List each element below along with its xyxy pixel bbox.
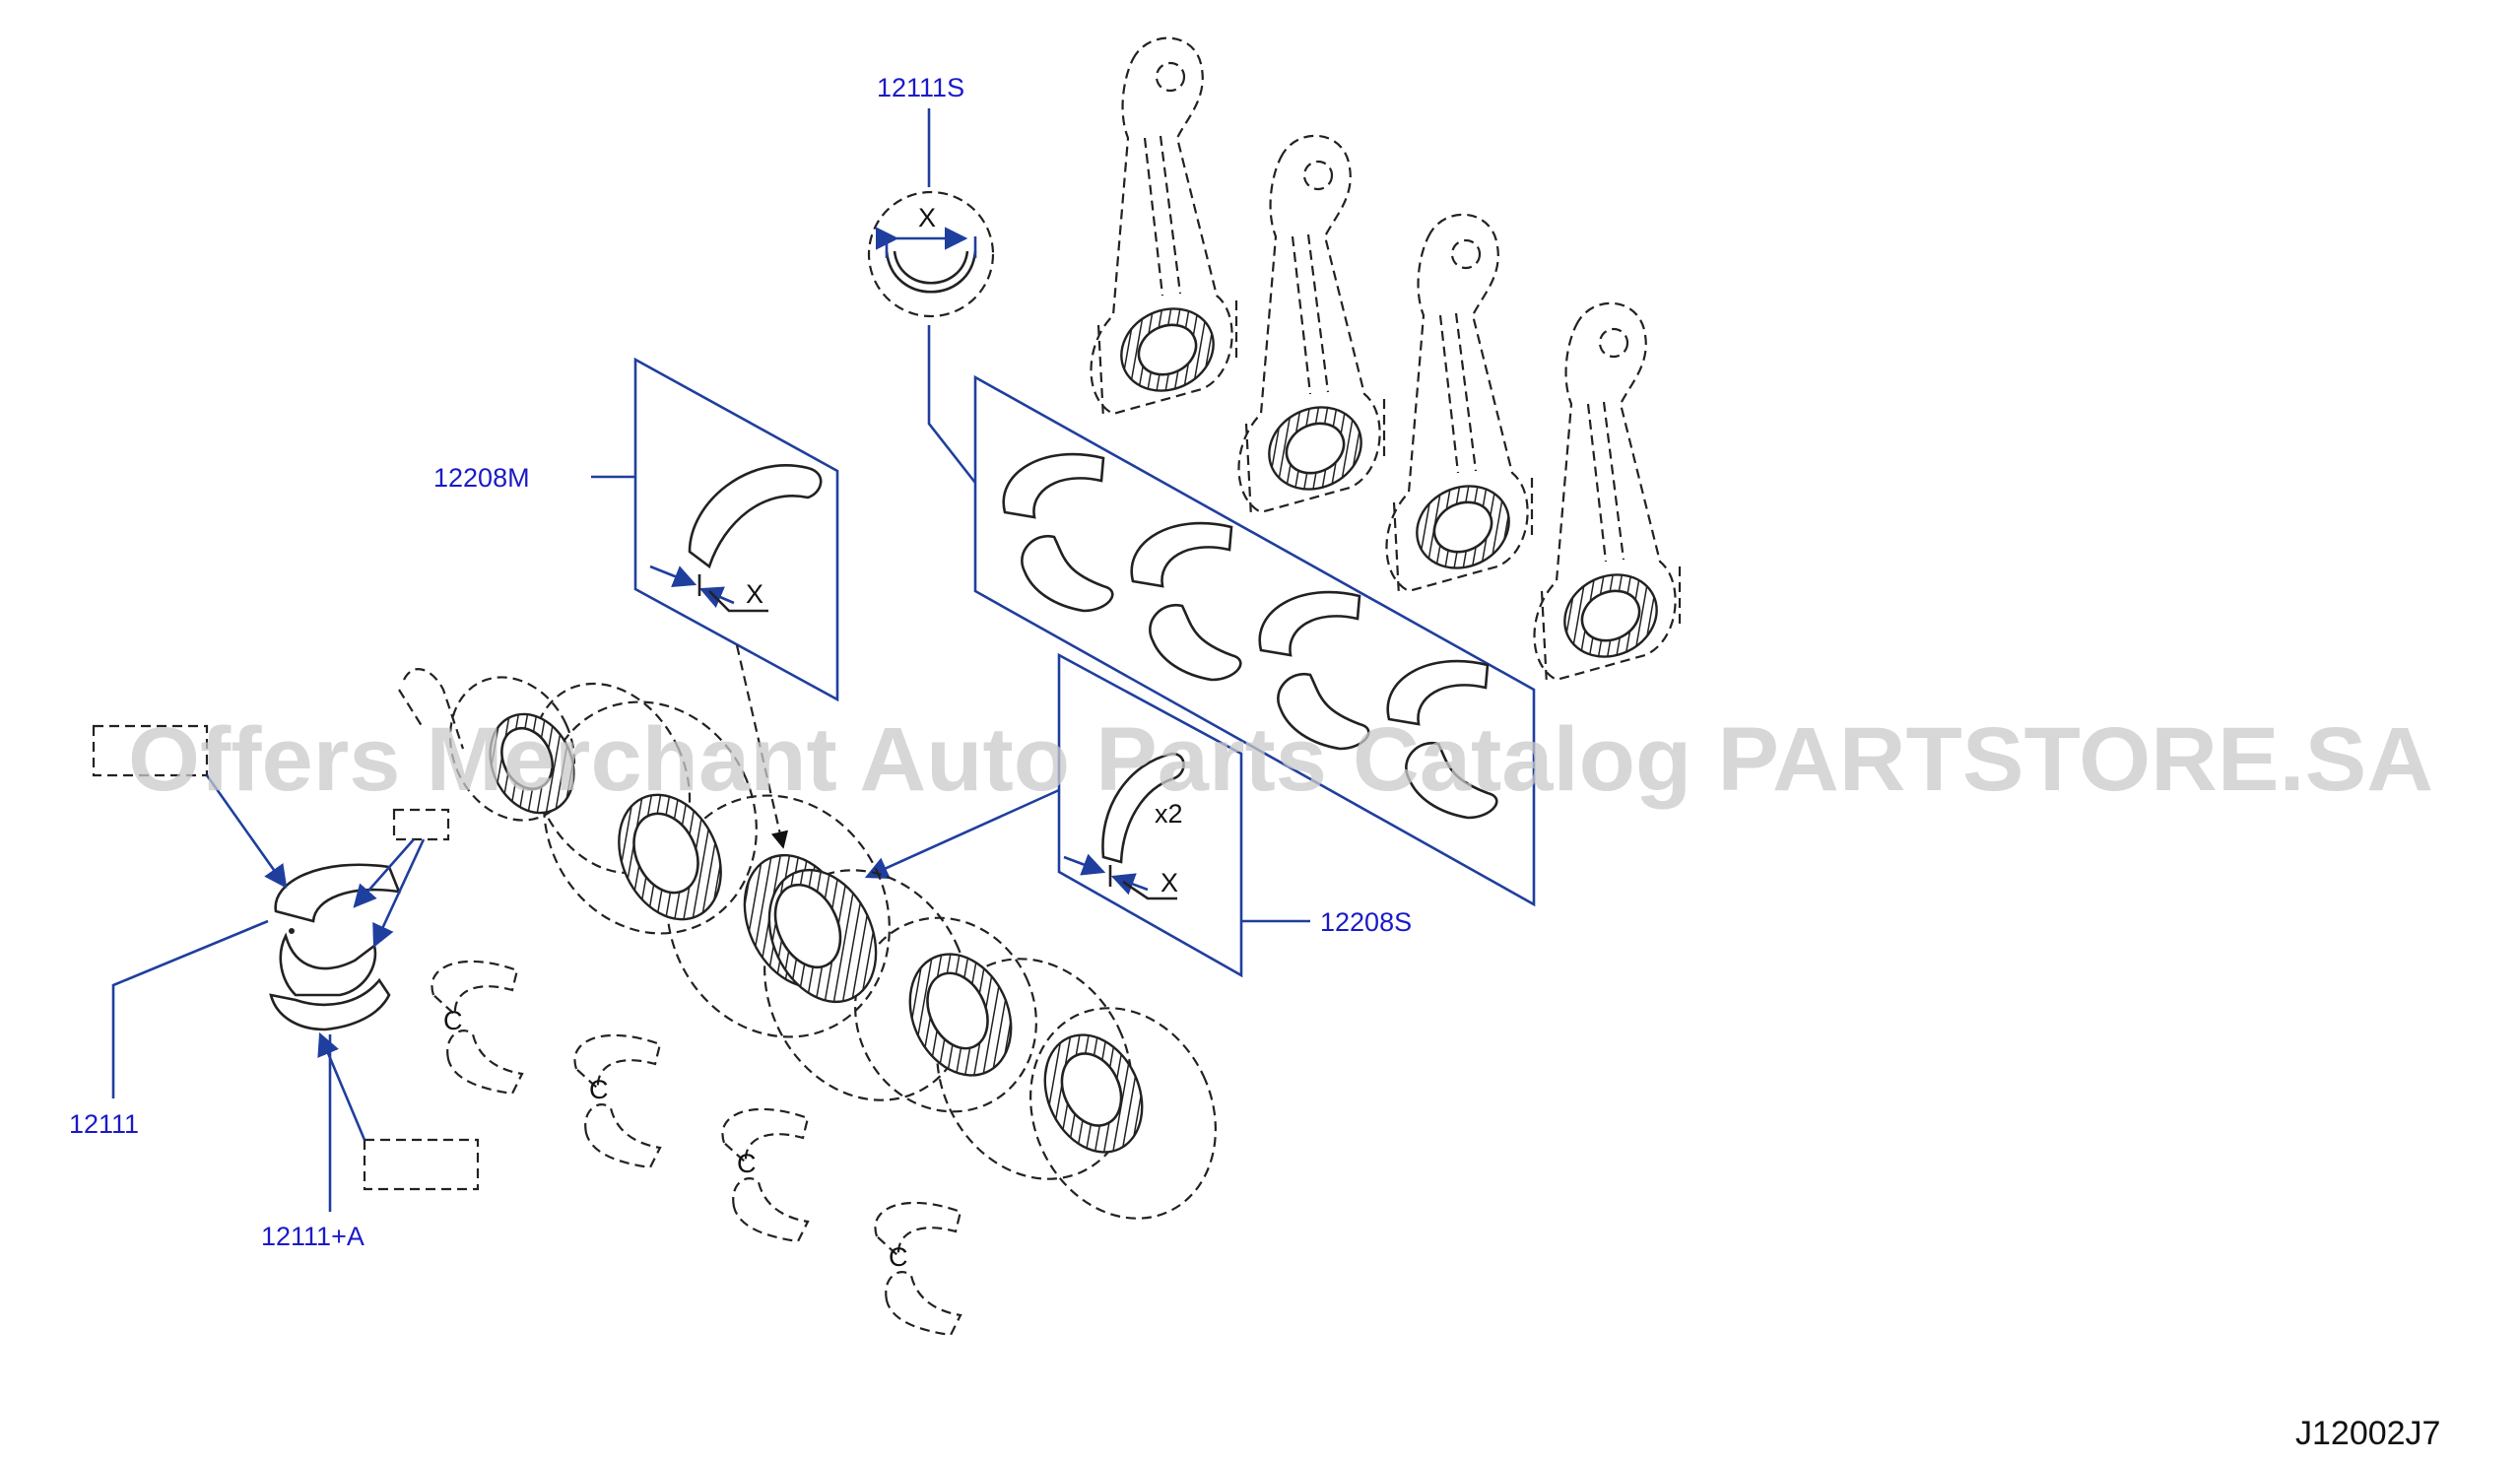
callout-12111S-label: 12111S	[877, 73, 964, 102]
crank-journal-3	[743, 853, 878, 1004]
bearing-width-detail: X	[867, 190, 995, 318]
watermark: Offers Merchant Auto Parts Catalog PARTS…	[128, 709, 2433, 810]
main-shell-1: C	[431, 960, 524, 1096]
dimension-x-label-set: X	[1161, 868, 1178, 897]
conrod-3	[1385, 213, 1534, 597]
main-shell-3: C	[721, 1107, 810, 1243]
thrust-washer-main	[688, 464, 823, 569]
crank-journal-5	[1043, 1033, 1144, 1154]
bearing-pair-4	[1386, 659, 1498, 820]
crankshaft	[398, 668, 1217, 1220]
c-mark-4: C	[889, 1242, 908, 1272]
bearing-pair-1	[1002, 452, 1114, 613]
thrust-washer-set-panel: x2 X	[1057, 652, 1243, 978]
conrod-2	[1237, 134, 1386, 518]
dimension-x-label-main: X	[746, 579, 763, 609]
callout-12208M: 12208M	[433, 463, 789, 849]
main-bearing-shells: C C C C	[431, 960, 962, 1337]
crank-journal-2	[618, 793, 722, 921]
crank-journal-4	[908, 953, 1013, 1077]
quantity-label: x2	[1155, 799, 1183, 829]
callout-12111S: 12111S	[877, 73, 977, 484]
callout-12111A-label: 12111+A	[261, 1222, 365, 1251]
c-mark-3: C	[737, 1149, 757, 1178]
bearing-pair-2	[1130, 521, 1242, 682]
c-mark-1: C	[443, 1006, 463, 1035]
thrust-washer-main-panel: X	[633, 357, 839, 702]
connecting-rods	[1090, 36, 1682, 686]
crank-journal-1	[489, 712, 575, 815]
callout-12208S-label: 12208S	[1320, 907, 1412, 937]
callout-12111: 12111	[69, 774, 426, 1139]
dimension-x-label: X	[918, 203, 936, 233]
placeholder-box-3	[363, 1138, 480, 1191]
drawing-code: J12002J7	[2295, 1415, 2440, 1452]
conrod-4	[1533, 301, 1682, 686]
placeholder-box-1	[92, 724, 209, 777]
bearing-pair-3	[1258, 590, 1370, 751]
main-shell-4: C	[874, 1201, 962, 1337]
main-shell-2: C	[573, 1033, 662, 1169]
placeholder-box-2	[392, 808, 450, 841]
callout-12111-label: 12111	[69, 1109, 139, 1139]
callout-12208S: 12208S	[864, 788, 1412, 937]
conrod-bearing-set-panel	[973, 374, 1536, 907]
thrust-washer-set	[1101, 752, 1185, 864]
callout-12111A: 12111+A	[261, 1031, 366, 1251]
c-mark-2: C	[589, 1075, 609, 1104]
conrod-bearing-left	[269, 863, 402, 1031]
callout-12208M-label: 12208M	[433, 463, 530, 493]
conrod-1	[1090, 36, 1238, 420]
